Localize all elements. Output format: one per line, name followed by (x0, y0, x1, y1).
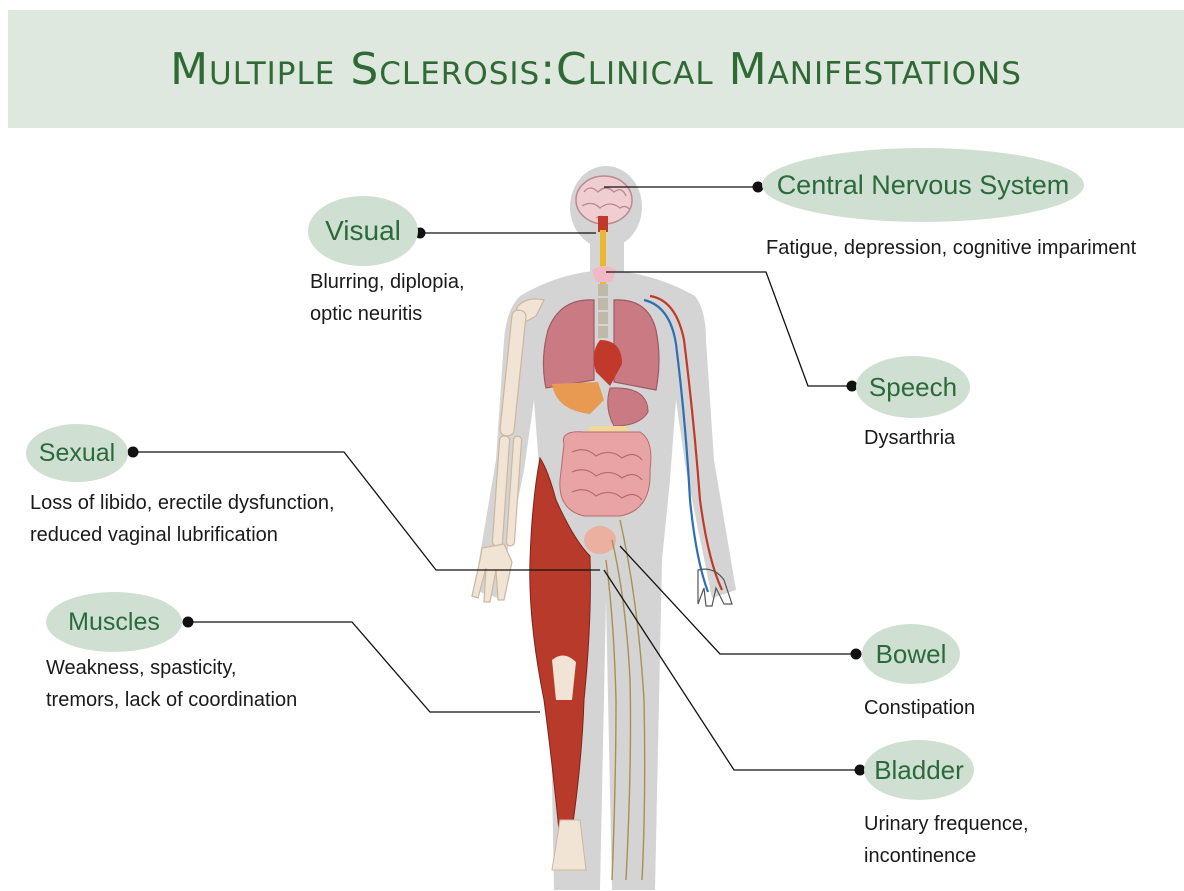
description-line: Loss of libido, erectile dysfunction, (30, 487, 335, 519)
description-line: Fatigue, depression, cognitive imparimen… (766, 232, 1136, 264)
description-central-nervous-system: Fatigue, depression, cognitive imparimen… (766, 232, 1136, 264)
label-speech: Speech (856, 356, 970, 418)
label-central-nervous-system: Central Nervous System (762, 148, 1084, 222)
description-line: tremors, lack of coordination (46, 684, 297, 716)
connector-dot-muscles (183, 617, 194, 628)
label-muscles: Muscles (46, 592, 182, 652)
description-sexual: Loss of libido, erectile dysfunction, re… (30, 487, 335, 551)
connector-dot-sexual (128, 447, 139, 458)
description-visual: Blurring, diplopia, optic neuritis (310, 266, 465, 330)
description-line: incontinence (864, 840, 1029, 872)
label-bowel: Bowel (862, 624, 960, 684)
description-line: reduced vaginal lubrification (30, 519, 335, 551)
description-line: Urinary frequence, (864, 808, 1029, 840)
label-bladder: Bladder (864, 740, 974, 800)
description-line: Constipation (864, 692, 975, 724)
description-line: Weakness, spasticity, (46, 652, 297, 684)
description-line: Dysarthria (864, 422, 955, 454)
description-line: Blurring, diplopia, (310, 266, 465, 298)
label-visual: Visual (308, 196, 418, 266)
label-sexual: Sexual (26, 424, 128, 482)
description-bowel: Constipation (864, 692, 975, 724)
connector-bladder (604, 570, 858, 770)
description-muscles: Weakness, spasticity, tremors, lack of c… (46, 652, 297, 716)
description-line: optic neuritis (310, 298, 465, 330)
connector-dot-bowel (851, 649, 862, 660)
description-bladder: Urinary frequence, incontinence (864, 808, 1029, 872)
connector-speech (606, 272, 852, 386)
description-speech: Dysarthria (864, 422, 955, 454)
connector-bowel (620, 546, 854, 654)
